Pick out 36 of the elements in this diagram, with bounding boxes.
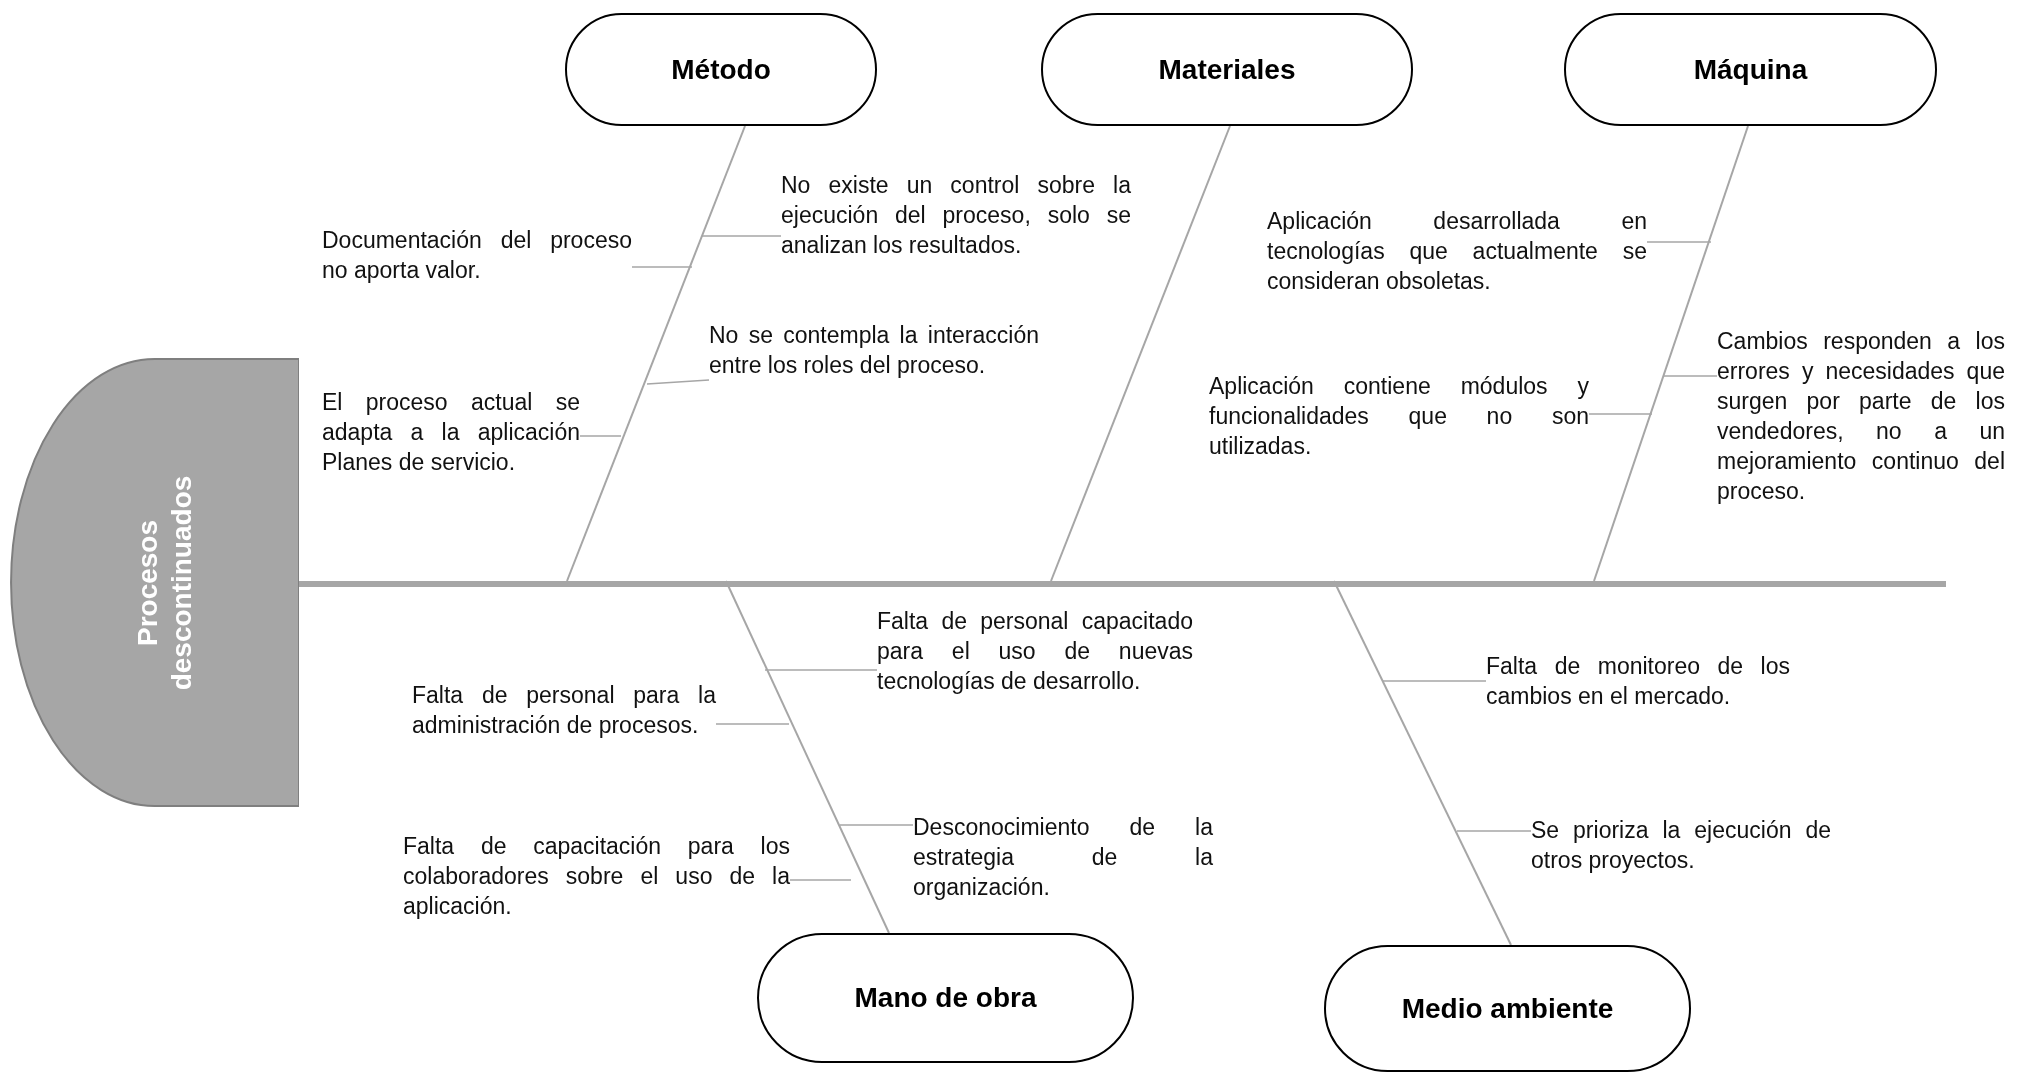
- cause-text: Desconocimiento de la estrategia de la organización.: [913, 812, 1213, 902]
- cause-text: Falta de personal para la administración de procesos.: [412, 680, 716, 740]
- leader-line: [1382, 680, 1487, 682]
- leader-line: [1456, 830, 1532, 832]
- leader-line: [715, 723, 790, 725]
- leader-line: [579, 435, 622, 437]
- category-title: Medio ambiente: [1401, 992, 1614, 1025]
- cause-text: No existe un control sobre la ejecución del proceso, solo se analizan los resultados.: [781, 170, 1131, 260]
- cause-text: Falta de personal capacitado para el uso de nuevas tecnologías de desarrollo.: [877, 606, 1193, 696]
- cause-text: Cambios responden a los errores y necesidades que surgen por parte de los vendedores, no a un mejoramiento continuo del proceso.: [1717, 326, 2005, 506]
- cause-text: Aplicación contiene módulos y funcionalidades que no son utilizadas.: [1209, 371, 1589, 461]
- leader-line: [789, 879, 852, 881]
- bone-line: [1593, 125, 1749, 582]
- category-title: Máquina: [1693, 53, 1808, 86]
- cause-text: Documentación del proceso no aporta valor.: [322, 225, 632, 285]
- leader-line: [839, 824, 914, 826]
- spine-bar: [299, 581, 1946, 587]
- category-title: Método: [671, 53, 771, 86]
- cause-text: Aplicación desarrollada en tecnologías que actualmente se consideran obsoletas.: [1267, 206, 1647, 296]
- category-title: Materiales: [1158, 53, 1296, 86]
- bone-line: [566, 125, 746, 582]
- bone-line: [1050, 125, 1231, 582]
- leader-line: [646, 379, 710, 385]
- leader-line: [764, 669, 878, 671]
- leader-line: [1662, 375, 1718, 377]
- leader-line: [701, 235, 782, 237]
- cause-text: Falta de capacitación para los colaboradores sobre el uso de la aplicación.: [403, 831, 790, 921]
- category-title: Mano de obra: [854, 982, 1037, 1014]
- cause-text: El proceso actual se adapta a la aplicación Planes de servicio.: [322, 387, 580, 477]
- leader-line: [1646, 241, 1712, 243]
- leader-line: [631, 266, 693, 268]
- cause-text: Se prioriza la ejecución de otros proyectos.: [1531, 815, 1831, 875]
- effect-title: Procesos descontinuados: [130, 474, 198, 692]
- cause-text: No se contempla la interacción entre los roles del proceso.: [709, 320, 1039, 380]
- cause-text: Falta de monitoreo de los cambios en el mercado.: [1486, 651, 1790, 711]
- leader-line: [1588, 413, 1653, 415]
